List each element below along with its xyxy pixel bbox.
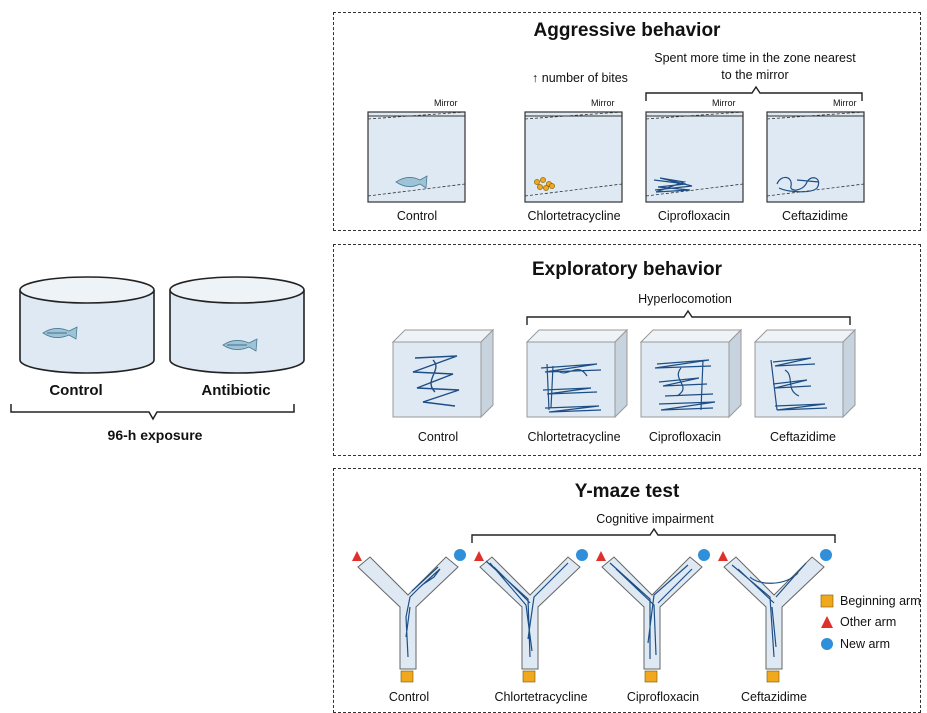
orange-square-icon [644,670,658,683]
red-triangle-icon [352,551,362,561]
mirror-label-4: Mirror [833,98,857,108]
ymaze-control [352,549,466,683]
bites-note: ↑ number of bites [532,71,628,85]
zone-note-line2: to the mirror [721,68,789,82]
orange-square-icon [522,670,536,683]
swim-track-icon [731,562,807,658]
ymaze-ceftazidime [718,549,832,683]
aggressive-behavior-panel: Aggressive behavior [333,12,921,231]
cognitive-note: Cognitive impairment [596,512,714,526]
legend-beginning-arm: Beginning arm [840,594,921,608]
bite-dots-icon [534,177,555,191]
red-triangle-icon [596,551,606,561]
swim-track-icon [653,177,693,193]
cognitive-bracket [471,527,836,543]
fish-icon [42,326,78,340]
mirror-label-1: Mirror [434,98,458,108]
exploratory-behavior-panel: Exploratory behavior [333,244,921,456]
ymaze-label-control: Control [388,690,430,704]
hyperlocomotion-bracket [526,309,851,325]
aggressive-tank-label-ciprofloxacin: Ciprofloxacin [657,209,731,223]
hyperlocomotion-note: Hyperlocomotion [638,292,732,306]
red-triangle-icon [718,551,728,561]
exploratory-tank-control [391,328,495,419]
blue-circle-icon [821,638,833,650]
exploratory-tank-label-control: Control [417,430,459,444]
aggressive-tank-label-ceftazidime: Ceftazidime [782,209,848,223]
aggressive-tank-label-control: Control [396,209,438,223]
antibiotic-beaker-label: Antibiotic [201,382,271,399]
exploratory-tank-ciprofloxacin [639,328,743,419]
panel-title: Y-maze test [574,481,680,502]
ymaze-ciprofloxacin [596,549,710,683]
ymaze-chlortetracycline [474,549,588,683]
swim-track-icon [770,357,828,411]
legend-other-arm: Other arm [840,615,897,629]
panel-title: Exploratory behavior [531,259,723,280]
blue-circle-icon [454,549,466,561]
ymaze-label-ciprofloxacin: Ciprofloxacin [626,690,700,704]
exploratory-tank-label-ceftazidime: Ceftazidime [770,430,836,444]
red-triangle-icon [821,616,833,628]
swim-track-icon [540,363,602,413]
zone-note-line1: Spent more time in the zone nearest [654,51,856,65]
control-beaker-graphic [19,276,155,374]
swim-track-icon [412,355,460,407]
exploratory-tank-ceftazidime [753,328,857,419]
panel-title: Aggressive behavior [533,20,721,41]
fish-icon [222,338,258,352]
ymaze-label-ceftazidime: Ceftazidime [741,690,807,704]
control-beaker-label: Control [49,382,103,399]
zone-note-bracket [645,85,863,101]
blue-circle-icon [576,549,588,561]
ymaze-label-chlortetracycline: Chlortetracycline [494,690,588,704]
swim-track-icon [485,560,569,658]
antibiotic-beaker-graphic [169,276,305,374]
swim-track-icon [776,176,820,193]
swim-track-icon [654,359,716,411]
mirror-label-2: Mirror [591,98,615,108]
exploratory-tank-label-chlortetracycline: Chlortetracycline [527,430,621,444]
exposure-bracket [10,404,295,421]
aggressive-tank-ciprofloxacin [645,111,744,203]
blue-circle-icon [698,549,710,561]
aggressive-tank-control [367,111,466,203]
legend-new-arm: New arm [840,637,891,651]
exploratory-tank-chlortetracycline [525,328,629,419]
swim-track-icon [609,562,693,659]
exposure-label: 96-h exposure [107,427,203,443]
aggressive-tank-chlortetracycline [524,111,623,203]
swim-track-icon [405,566,441,658]
orange-square-icon [820,594,834,608]
red-triangle-icon [474,551,484,561]
mirror-label-3: Mirror [712,98,736,108]
fish-icon [395,175,428,189]
blue-circle-icon [820,549,832,561]
orange-square-icon [766,670,780,683]
aggressive-tank-label-chlortetracycline: Chlortetracycline [527,209,621,223]
orange-square-icon [400,670,414,683]
aggressive-tank-ceftazidime [766,111,865,203]
exploratory-tank-label-ciprofloxacin: Ciprofloxacin [648,430,722,444]
